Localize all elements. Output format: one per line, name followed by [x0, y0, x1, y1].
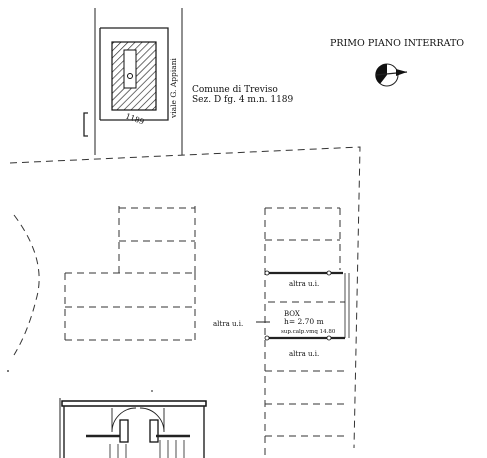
- parcel-number: 1189: [124, 111, 145, 126]
- upper-unit-label: altra u.i.: [289, 280, 319, 288]
- plan-title: PRIMO PIANO INTERRATO: [330, 38, 464, 49]
- box-surface: sup.calp.vmq 14.80: [281, 329, 336, 335]
- stair-fragment: [59, 390, 207, 458]
- left-block: [64, 206, 196, 341]
- street-label: viale G. Appiani: [169, 57, 178, 119]
- cadastre-line-2: Sez. D fg. 4 m.n. 1189: [192, 95, 294, 105]
- north-arrow-icon: N: [375, 63, 408, 87]
- cadastre-line-1: Comune di Treviso: [192, 85, 278, 95]
- north-mark: N: [382, 66, 387, 73]
- site-plan: viale G. Appiani 1189: [83, 8, 183, 155]
- boundary-line: [9, 146, 361, 449]
- side-unit-label: altra u.i.: [213, 320, 243, 328]
- lower-unit-label: altra u.i.: [289, 350, 319, 358]
- garage-column: [264, 207, 350, 455]
- box-name: BOX: [284, 310, 300, 318]
- boundary-curve: [13, 214, 40, 356]
- box-height: h= 2.70 m: [284, 317, 324, 326]
